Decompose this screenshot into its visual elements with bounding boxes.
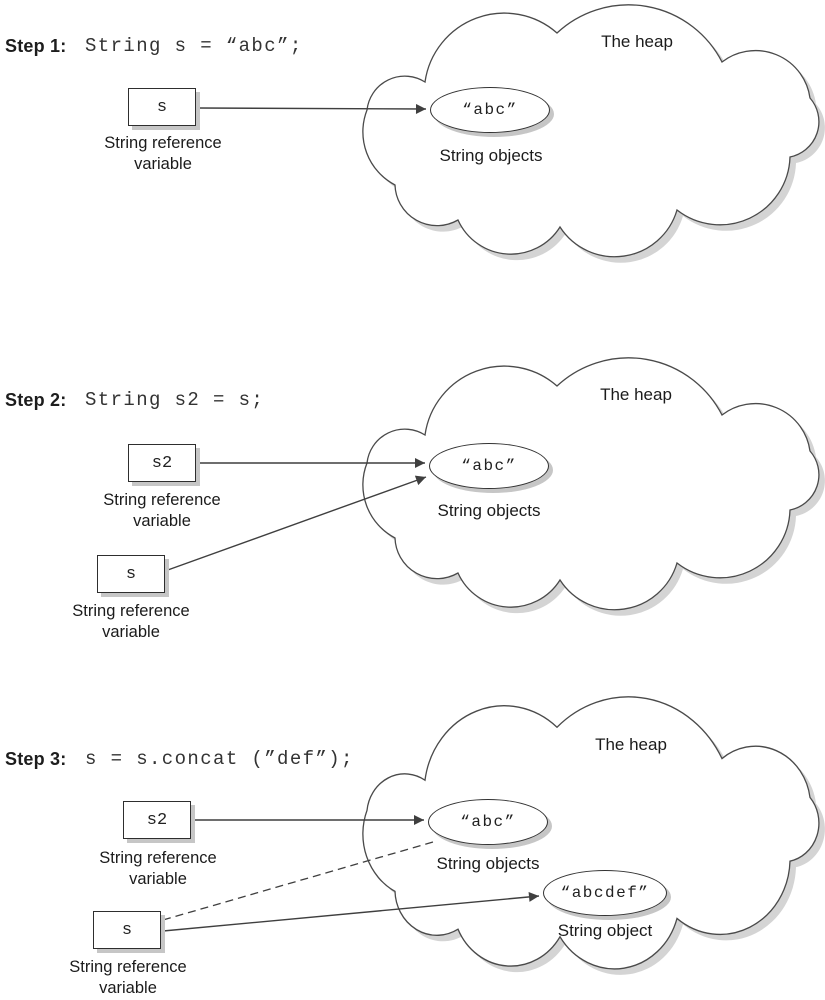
caption-line: String reference (104, 134, 222, 152)
caption-line: String reference (99, 849, 217, 867)
object-caption-abcdef-step3: String object (557, 921, 653, 940)
step2-label: Step 2: (5, 390, 67, 410)
caption-line: String reference (103, 491, 221, 509)
variable-box-s2-step3: s2 (123, 801, 191, 839)
object-caption-abc-step3: String objects (436, 854, 540, 873)
caption-line: String reference (72, 602, 190, 620)
caption-line: variable (129, 870, 187, 888)
variable-box-s-step3: s (93, 911, 161, 949)
variable-caption-s-step1: String reference variable (78, 133, 248, 175)
string-object-abc-step2: “abc” (429, 443, 549, 489)
step3-code: s = s.concat (”def”); (85, 748, 354, 770)
variable-caption-s-step2: String reference variable (46, 601, 216, 643)
variable-caption-s-step3: String reference variable (43, 957, 213, 999)
variable-caption-s2-step3: String reference variable (73, 848, 243, 890)
arrow-s-to-abc-step2 (164, 475, 427, 572)
step3-label: Step 3: (5, 749, 67, 769)
step1-code: String s = “abc”; (85, 35, 303, 57)
dashed-arrow-s-to-abc-step3 (162, 841, 434, 921)
caption-line: variable (102, 623, 160, 641)
step2-code: String s2 = s; (85, 389, 265, 411)
step1-label: Step 1: (5, 36, 67, 56)
heap-label-step3: The heap (595, 735, 667, 754)
caption-line: variable (133, 512, 191, 530)
reference-arrows (162, 103, 540, 932)
string-object-abc-step3: “abc” (428, 799, 548, 845)
heap-label-step1: The heap (601, 32, 673, 51)
string-object-abc-step1: “abc” (430, 87, 550, 133)
variable-caption-s2-step2: String reference variable (77, 490, 247, 532)
variable-box-s-step2: s (97, 555, 165, 593)
arrow-s-to-abc-step1 (196, 103, 427, 114)
variable-box-s2-step2: s2 (128, 444, 196, 482)
string-object-abcdef-step3: “abcdef” (543, 870, 667, 916)
variable-box-s-step1: s (128, 88, 196, 126)
heap-label-step2: The heap (600, 385, 672, 404)
arrow-s-to-abcdef-step3 (162, 891, 540, 932)
object-caption-step1: String objects (439, 146, 543, 165)
caption-line: variable (99, 979, 157, 997)
caption-line: String reference (69, 958, 187, 976)
object-caption-step2: String objects (437, 501, 541, 520)
caption-line: variable (134, 155, 192, 173)
